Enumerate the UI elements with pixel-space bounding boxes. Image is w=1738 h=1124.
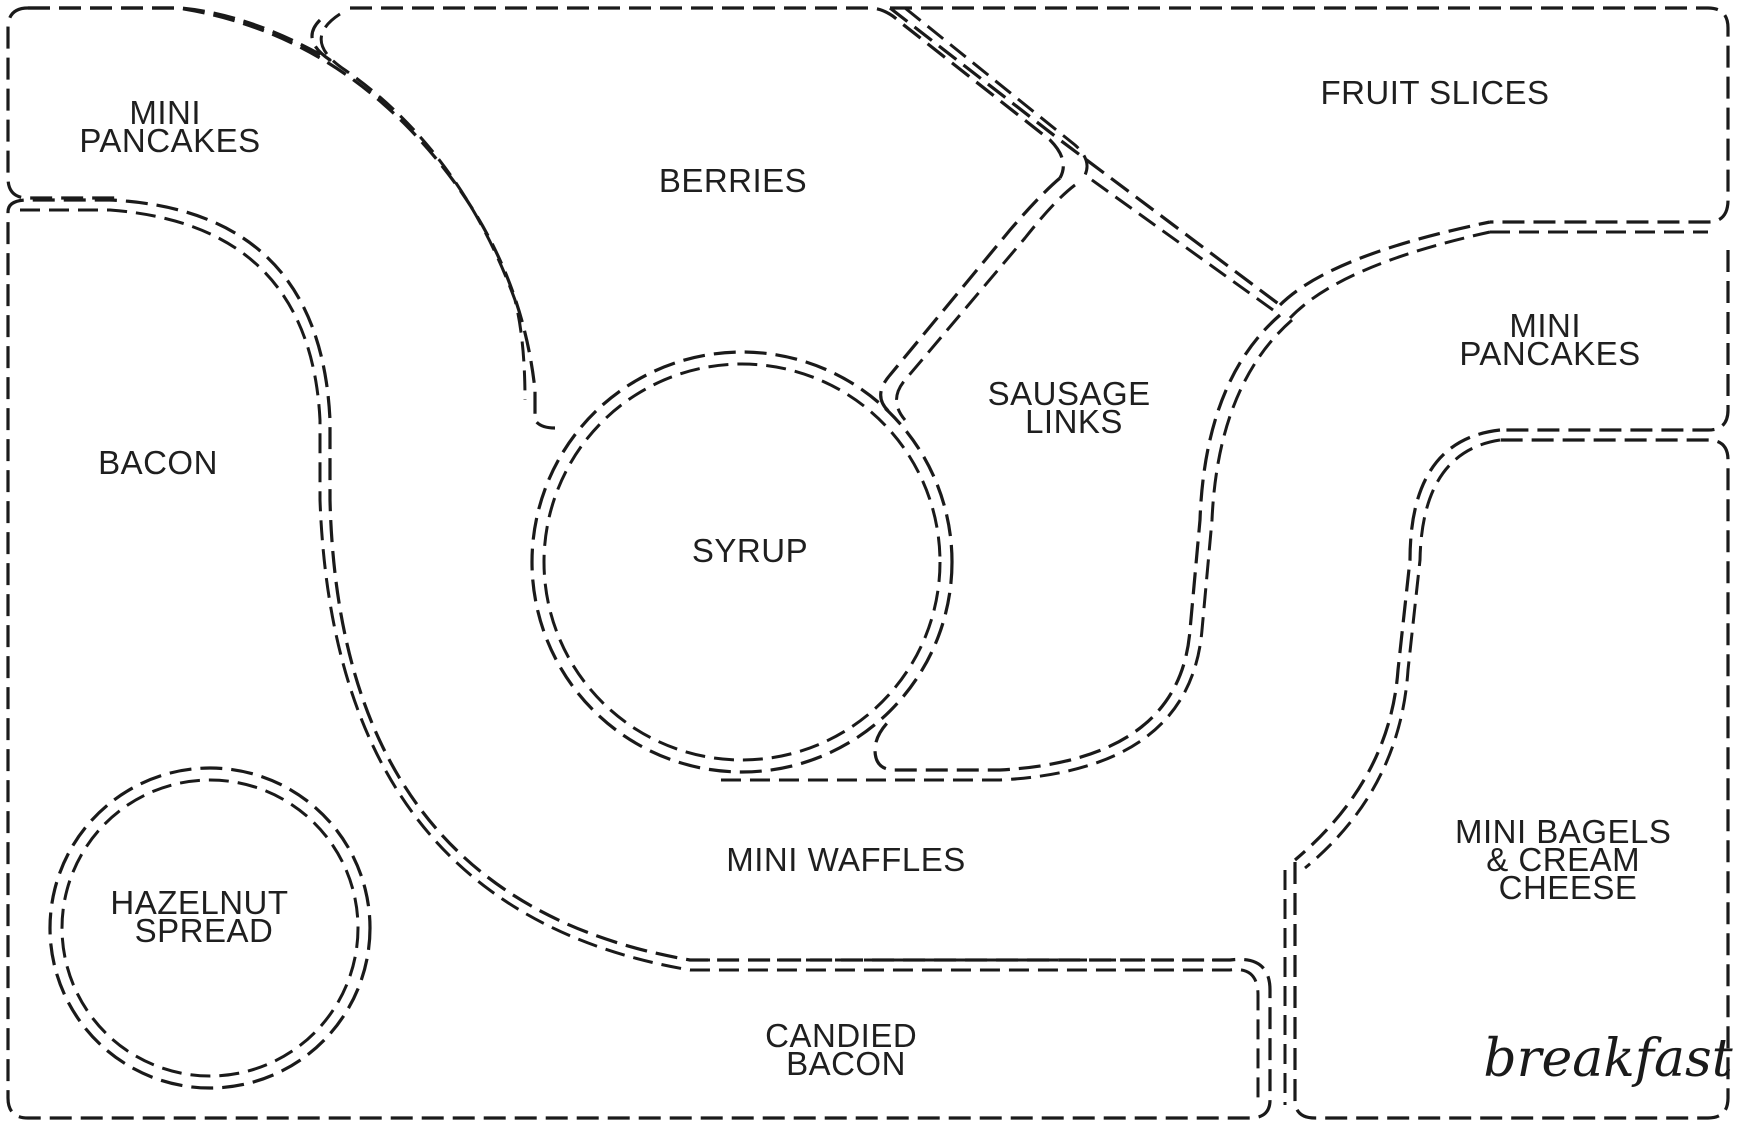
hazelnut-circle-outer — [48, 766, 372, 1090]
divider-berries-sausage-inner — [895, 183, 1076, 421]
label-mini-bagels-line3: CHEESE — [1499, 869, 1638, 906]
label-syrup: SYRUP — [692, 532, 808, 569]
syrup-circle-outer — [530, 350, 954, 774]
label-candied-bacon-line1: CANDIED — [765, 1017, 917, 1054]
label-mini-bagels-line2: & CREAM — [1486, 841, 1640, 878]
label-mini-pancakes-right-line2: PANCAKES — [1459, 335, 1640, 372]
divider-fruit-sausage-inner — [904, 6, 1281, 317]
label-fruit-slices: FRUIT SLICES — [1320, 74, 1549, 111]
divider-waffles-bagels — [1293, 428, 1501, 862]
divider-sausage-pancakes-inner — [720, 230, 1491, 782]
divider-berries-sausage — [879, 176, 1062, 417]
label-mini-pancakes-right-line1: MINI — [1509, 307, 1581, 344]
label-mini-pancakes-top: MINI PANCAKES — [79, 94, 260, 159]
divider-sausage-pancakes — [873, 220, 1491, 772]
label-sausage-links-line1: SAUSAGE — [988, 375, 1151, 412]
label-mini-waffles: MINI WAFFLES — [726, 841, 965, 878]
outer-frame — [6, 6, 1730, 1120]
label-bacon: BACON — [98, 444, 218, 481]
label-berries: BERRIES — [659, 162, 807, 199]
hazelnut-circle-inner — [60, 778, 360, 1078]
label-hazelnut-spread: HAZELNUT SPREAD — [110, 884, 297, 949]
syrup-circle-inner — [542, 362, 942, 762]
divider-waffles-bagels-inner — [1304, 438, 1501, 870]
label-sausage-links: SAUSAGE LINKS — [988, 375, 1161, 440]
brand-script-text-span: breakfast — [1483, 1029, 1732, 1089]
brand-script-text: breakfast — [1483, 1029, 1732, 1089]
label-mini-waffles-line1: MINI WAFFLES — [726, 841, 965, 878]
label-hazelnut-spread-line1: HAZELNUT — [110, 884, 288, 921]
label-berries-line1: BERRIES — [659, 162, 807, 199]
section-outline-mini-pancakes-top — [6, 6, 332, 200]
label-mini-bagels-line1: MINI BAGELS — [1455, 813, 1671, 850]
label-mini-pancakes-top-line2: PANCAKES — [79, 122, 260, 159]
label-candied-bacon-line2: BACON — [786, 1045, 906, 1082]
label-sausage-links-line2: LINKS — [1025, 403, 1123, 440]
label-candied-bacon: CANDIED BACON — [765, 1017, 927, 1082]
label-mini-pancakes-right: MINI PANCAKES — [1459, 307, 1640, 372]
label-syrup-line1: SYRUP — [692, 532, 808, 569]
label-bacon-line1: BACON — [98, 444, 218, 481]
label-mini-pancakes-top-line1: MINI — [129, 94, 201, 131]
label-hazelnut-spread-line2: SPREAD — [135, 912, 274, 949]
label-mini-bagels: MINI BAGELS & CREAM CHEESE — [1455, 813, 1681, 906]
outer-frame-inner-line — [20, 12, 1708, 1105]
divider-fruit-sausage — [889, 6, 1281, 307]
label-fruit-slices-line1: FRUIT SLICES — [1320, 74, 1549, 111]
